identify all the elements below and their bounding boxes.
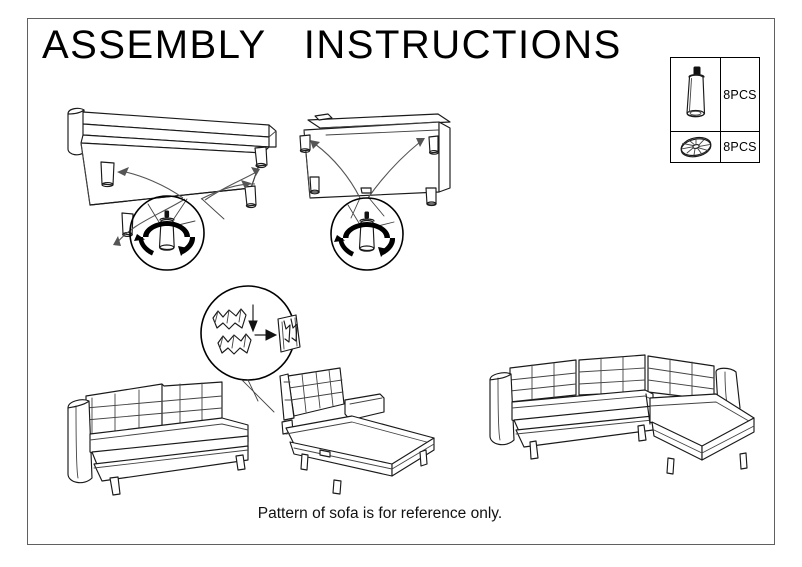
- parts-table-row: 8PCS: [671, 58, 759, 132]
- page-title: ASSEMBLY INSTRUCTIONS: [42, 23, 622, 67]
- ribbed-washer-icon: [671, 132, 721, 162]
- clip-bracket-lower: [217, 333, 252, 355]
- left-sofa-frame-diagram: [67, 107, 277, 246]
- tapered-leg-icon: [671, 58, 721, 131]
- bracket-connector-magnifier: [200, 285, 301, 402]
- three-seat-sofa-section: [67, 381, 249, 496]
- leg-rotation-magnifier-left: [129, 195, 205, 271]
- clips-joined: [277, 314, 301, 353]
- reference-caption: Pattern of sofa is for reference only.: [257, 505, 503, 522]
- chaise-lounge-section: [279, 367, 435, 495]
- parts-table: 8PCS: [670, 57, 760, 163]
- part-quantity: 8PCS: [723, 87, 757, 102]
- leg-rotation-magnifier-right: [330, 197, 404, 271]
- assembled-sectional-sofa: [489, 354, 755, 475]
- clip-bracket-upper: [212, 308, 247, 330]
- parts-table-row: 8PCS: [671, 132, 759, 162]
- connector-leader-line: [241, 379, 275, 413]
- part-quantity: 8PCS: [723, 140, 757, 154]
- page-border: [27, 18, 775, 545]
- chaise-frame-diagram: [299, 113, 451, 219]
